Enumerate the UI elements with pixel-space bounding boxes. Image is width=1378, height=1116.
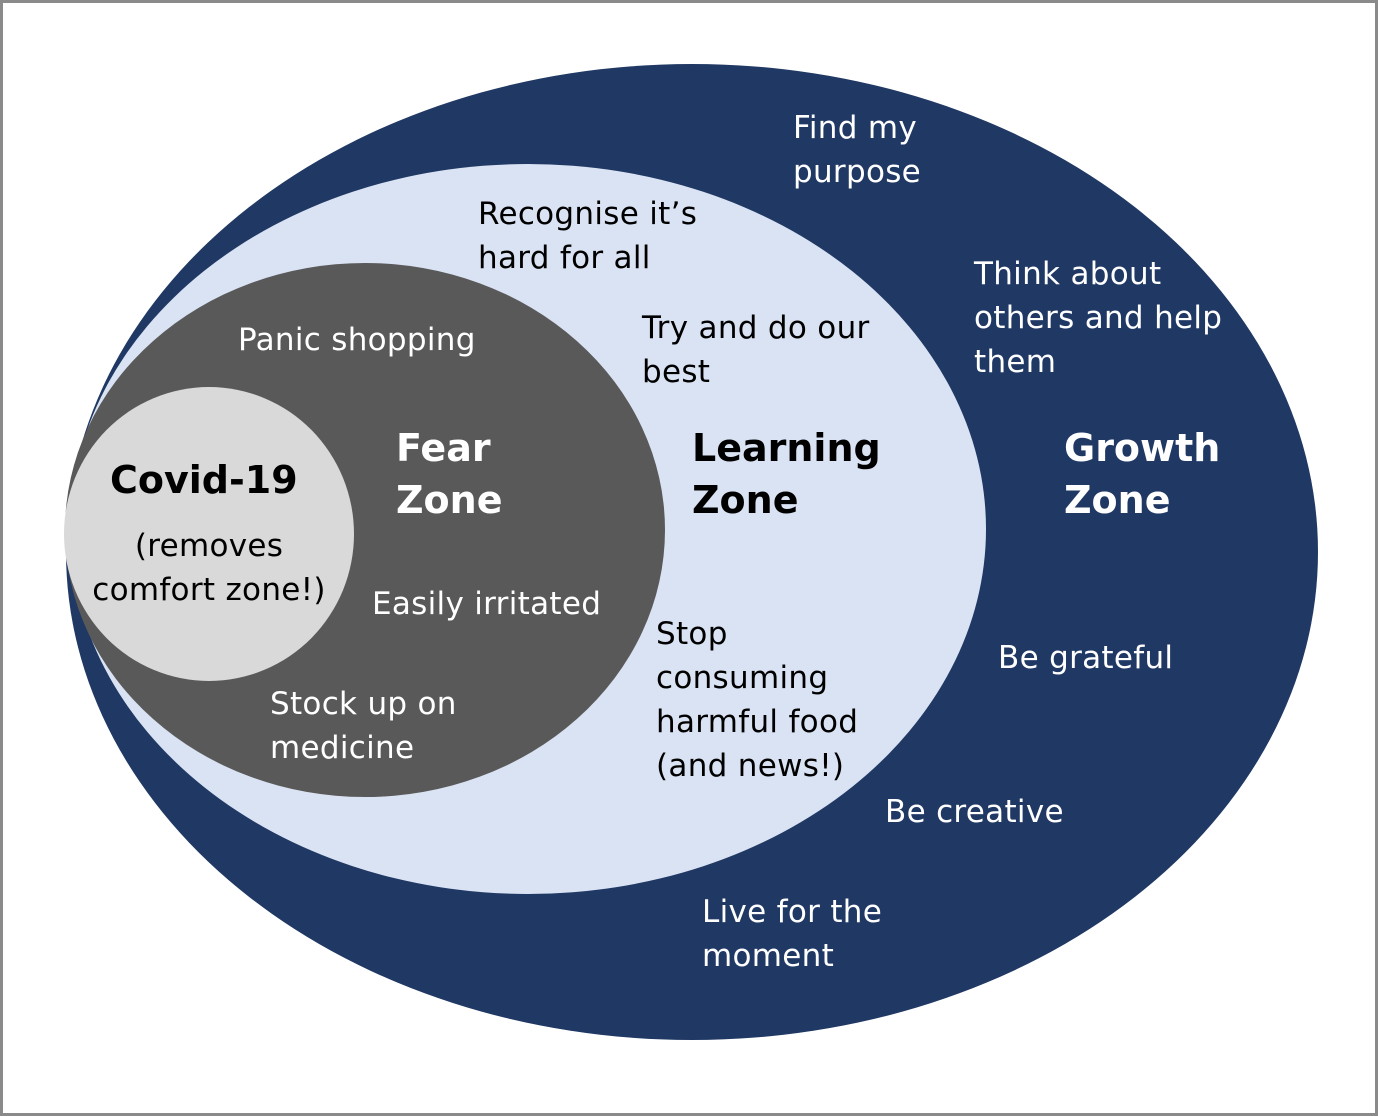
learning-zone-title: Learning Zone xyxy=(692,426,881,522)
covid-subtitle: (removes comfort zone!) xyxy=(92,528,326,608)
learning-item-stop-consuming: Stop consuming harmful food (and news!) xyxy=(656,616,859,784)
fear-item-easily-irritated: Easily irritated xyxy=(372,586,602,622)
learning-item-try-best: Try and do our best xyxy=(642,310,870,390)
growth-zone-title: Growth Zone xyxy=(1064,426,1221,522)
growth-item-creative: Be creative xyxy=(885,794,1064,830)
growth-item-grateful: Be grateful xyxy=(998,640,1174,676)
growth-item-moment: Live for the moment xyxy=(702,894,883,974)
covid-title: Covid-19 xyxy=(110,458,298,502)
fear-item-panic-shopping: Panic shopping xyxy=(238,322,476,358)
growth-item-purpose: Find my purpose xyxy=(793,110,922,190)
fear-zone-title: Fear Zone xyxy=(396,426,503,522)
fear-item-stock-up: Stock up on medicine xyxy=(270,686,457,766)
covid-comfort-circle xyxy=(64,387,354,681)
growth-item-help-others: Think about others and help them xyxy=(974,256,1223,380)
learning-item-recognise: Recognise it’s hard for all xyxy=(478,196,698,276)
